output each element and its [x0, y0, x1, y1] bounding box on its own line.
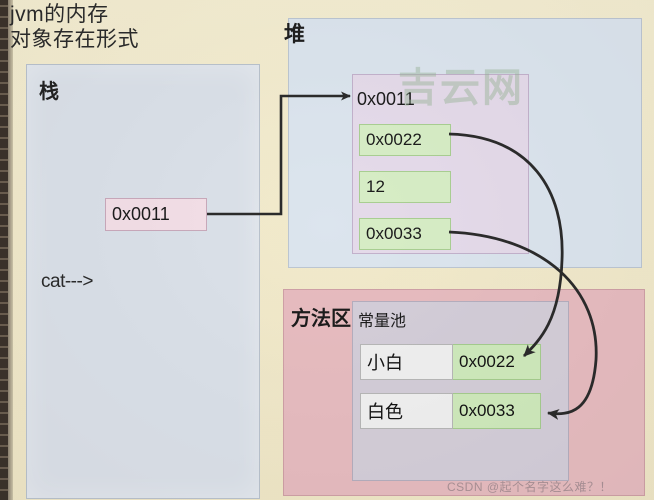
- heap-watermark: 吉云网: [398, 66, 524, 110]
- csdn-watermark: CSDN @起个名字这么难？！: [447, 480, 613, 494]
- heap-object-field: 0x0033: [359, 218, 451, 250]
- constant-pool-key: 小白: [360, 344, 453, 380]
- heap-label: 堆: [284, 23, 305, 46]
- constant-pool-label: 常量池: [358, 313, 407, 330]
- constant-pool-key: 白色: [360, 393, 453, 429]
- constant-pool-row: 小白 0x0022: [360, 344, 541, 380]
- constant-pool-value: 0x0022: [453, 344, 541, 380]
- heap-object-field: 12: [359, 171, 451, 203]
- page-title: jvm的内存 对象存在形式: [10, 3, 139, 51]
- constant-pool-box: 常量池 小白 0x0022 白色 0x0033: [352, 301, 569, 481]
- stack-reference-box: 0x0011: [105, 198, 207, 231]
- heap-object-address: 0x0011: [357, 89, 415, 109]
- constant-pool-value: 0x0033: [453, 393, 541, 429]
- stack-variable-label: cat--->: [41, 271, 93, 292]
- heap-object-field: 0x0022: [359, 124, 451, 156]
- photo-left-edge-strip: [0, 0, 13, 500]
- method-area-label: 方法区: [291, 308, 351, 330]
- constant-pool-row: 白色 0x0033: [360, 393, 541, 429]
- stack-label: 栈: [39, 81, 59, 103]
- photo-left-edge-highlight: [8, 0, 13, 500]
- stack-region: 栈 cat--->: [26, 64, 260, 499]
